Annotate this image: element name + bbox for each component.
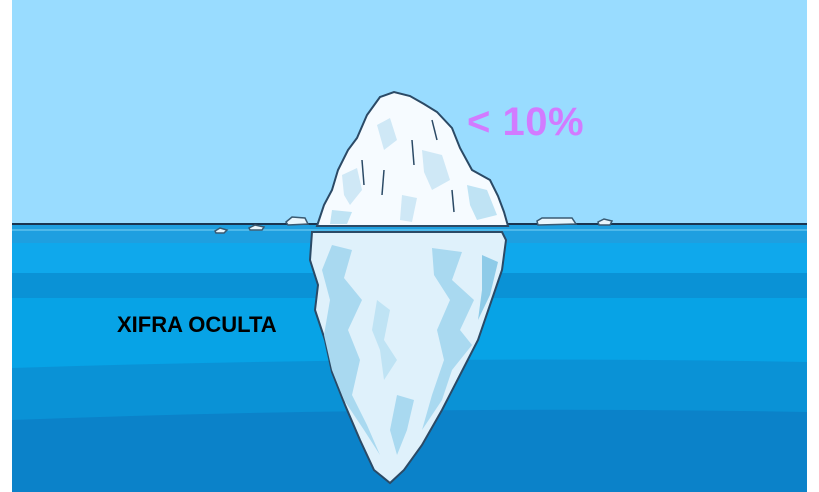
iceberg-tip [315, 90, 510, 227]
ice-floes [214, 216, 614, 234]
hidden-figure-label: XIFRA OCULTA [117, 312, 277, 337]
above-water-percentage-label: < 10% [467, 100, 585, 144]
iceberg-illustration [12, 0, 807, 492]
iceberg-underwater [308, 231, 508, 485]
